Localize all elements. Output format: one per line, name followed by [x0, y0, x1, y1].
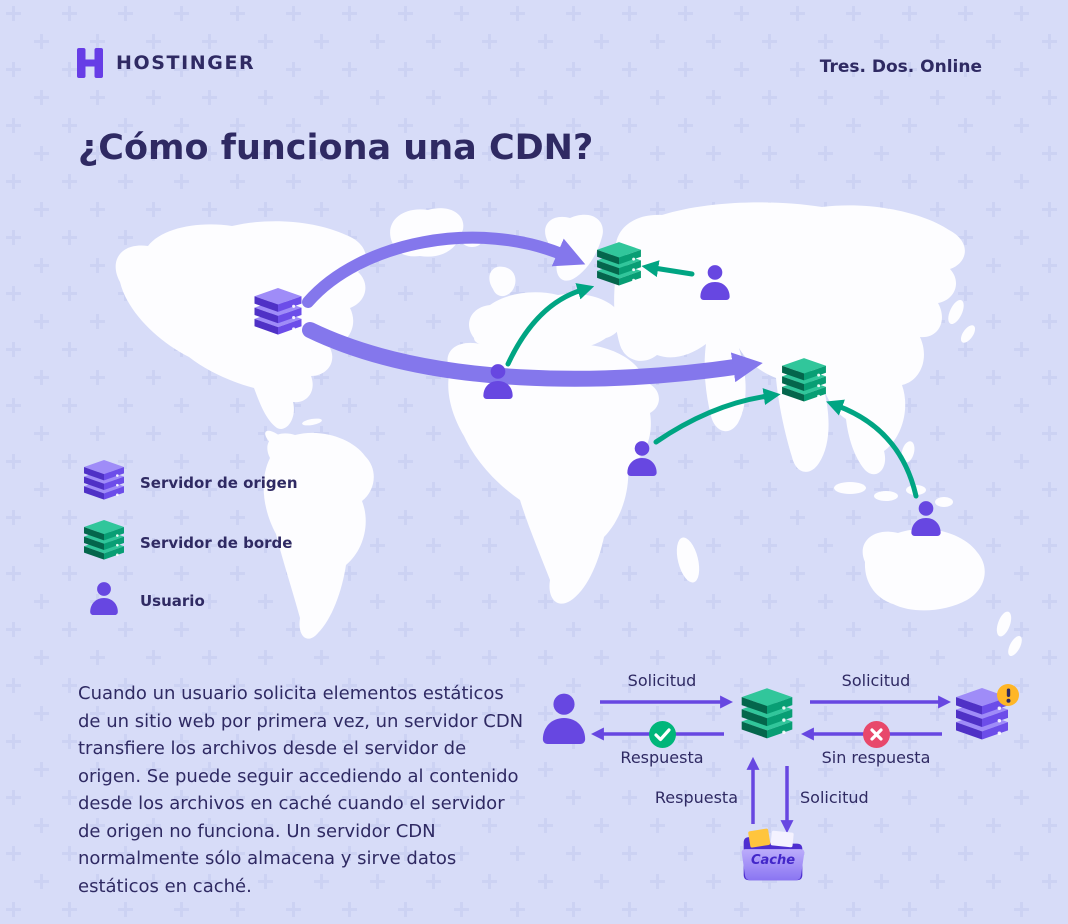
hostinger-logo-icon: [77, 48, 103, 78]
legend-label-origin: Servidor de origen: [140, 474, 298, 492]
warning-icon: [997, 684, 1019, 706]
origin-to-edge1-arrow: [302, 231, 586, 308]
description-text: Cuando un usuario solicita elementos est…: [78, 683, 524, 897]
world-map: [115, 202, 1022, 656]
map-edge-server-icon-asia: [778, 358, 830, 406]
map-user-icon-1: [697, 264, 733, 304]
legend-user-icon: [87, 581, 121, 619]
map-user-icon-2: [480, 363, 516, 403]
legend-edge-server-icon: [80, 520, 128, 564]
label-request-left: Solicitud: [627, 671, 697, 690]
continents: [115, 202, 1022, 656]
legend-label-edge: Servidor de borde: [140, 534, 293, 552]
legend-label-user: Usuario: [140, 592, 205, 610]
map-edge-server-icon-europe: [593, 242, 645, 290]
check-icon: [649, 721, 676, 748]
user4-to-edge2-arrow: [826, 399, 919, 499]
map-origin-server-icon: [250, 288, 306, 339]
page-title: ¿Cómo funciona una CDN?: [78, 128, 594, 168]
label-request-right: Solicitud: [841, 671, 911, 690]
cache-label: Cache: [750, 853, 796, 868]
label-response-cache: Respuesta: [654, 788, 738, 807]
label-no-response: Sin respuesta: [821, 748, 931, 767]
brand: HOSTINGER: [75, 47, 255, 79]
user2-to-edge1-arrow: [505, 283, 595, 367]
legend-origin-server-icon: [80, 460, 128, 504]
origin-to-edge-arrows: [302, 231, 763, 387]
user1-to-edge1-arrow: [641, 260, 695, 278]
flow-edge-server-icon: [737, 688, 797, 743]
tagline: Tres. Dos. Online: [819, 57, 982, 77]
origin-to-edge2-arrow: [302, 322, 763, 387]
map-user-icon-4: [908, 500, 944, 540]
label-request-cache: Solicitud: [800, 788, 869, 807]
user-to-edge-arrows: [505, 260, 919, 499]
map-user-icon-3: [624, 440, 660, 480]
user3-to-edge2-arrow: [653, 388, 781, 445]
brand-name: HOSTINGER: [116, 52, 256, 74]
cross-icon: [863, 721, 890, 748]
flow-user-icon: [538, 692, 590, 748]
label-response-left: Respuesta: [620, 748, 704, 767]
